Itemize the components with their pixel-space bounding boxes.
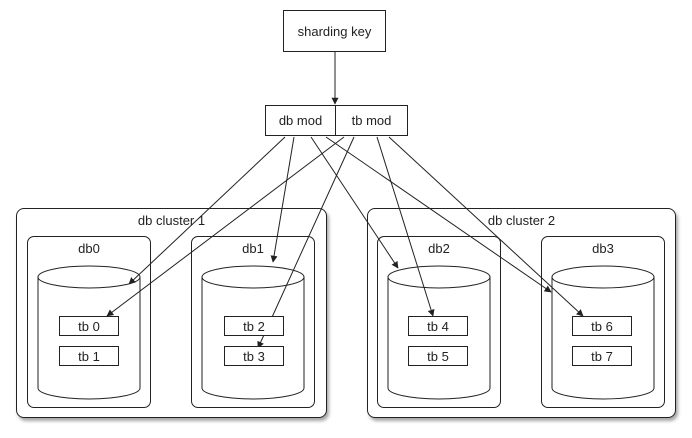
db-mod-label: db mod [278,113,323,128]
tb2-label: tb 2 [243,318,265,334]
db-cluster-1-label: db cluster 1 [137,213,206,228]
tb3-box: tb 3 [224,346,284,366]
tb2-box: tb 2 [224,316,284,336]
db-mod-box: db mod [265,105,336,136]
tb0-label: tb 0 [78,318,100,334]
tb7-label: tb 7 [591,348,613,364]
tb5-box: tb 5 [408,346,468,366]
tb4-box: tb 4 [408,316,468,336]
db1-label: db1 [242,241,264,256]
tb3-label: tb 3 [243,348,265,364]
sharding-key-label: sharding key [297,23,372,39]
tb-mod-label: tb mod [351,113,392,128]
db2-label: db2 [428,241,450,256]
db-cluster-2-label: db cluster 2 [487,213,556,228]
tb6-box: tb 6 [572,316,632,336]
tb6-label: tb 6 [591,318,613,334]
tb-mod-box: tb mod [335,105,408,136]
tb4-label: tb 4 [427,318,449,334]
db3-label: db3 [592,241,614,256]
tb1-box: tb 1 [59,346,119,366]
sharding-key-box: sharding key [283,10,386,52]
tb1-label: tb 1 [78,348,100,364]
db0-label: db0 [78,241,100,256]
tb7-box: tb 7 [572,346,632,366]
tb5-label: tb 5 [427,348,449,364]
tb0-box: tb 0 [59,316,119,336]
